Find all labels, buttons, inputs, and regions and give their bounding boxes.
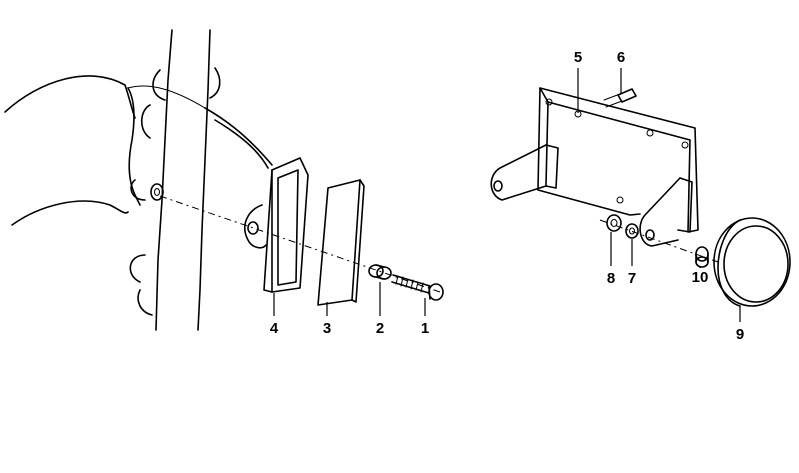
callout-10: 10 (692, 269, 709, 286)
callout-8: 8 (607, 270, 615, 287)
axis-line-left (159, 195, 441, 293)
screw-1 (391, 274, 444, 301)
bracket-left-arm (490, 144, 559, 201)
callout-7: 7 (628, 270, 636, 287)
front-fender (4, 75, 273, 226)
screw-6 (603, 88, 637, 108)
reflector-holder (244, 157, 309, 293)
bracket-plate (537, 87, 699, 233)
callout-4: 4 (270, 320, 279, 337)
callout-9: 9 (736, 326, 744, 343)
callout-2: 2 (376, 320, 384, 337)
callout-6: 6 (617, 49, 625, 66)
callout-3: 3 (323, 320, 331, 337)
nut-8 (606, 214, 622, 232)
washer-2 (368, 264, 392, 280)
side-reflector (317, 179, 365, 306)
washer-10 (695, 246, 709, 268)
axis-line-right (599, 219, 719, 263)
bracket-right-arm (639, 177, 693, 247)
round-reflector (713, 217, 791, 307)
callout-1: 1 (421, 320, 429, 337)
fork-tube (129, 29, 221, 331)
callout-5: 5 (574, 49, 582, 66)
washer-7 (625, 223, 639, 239)
